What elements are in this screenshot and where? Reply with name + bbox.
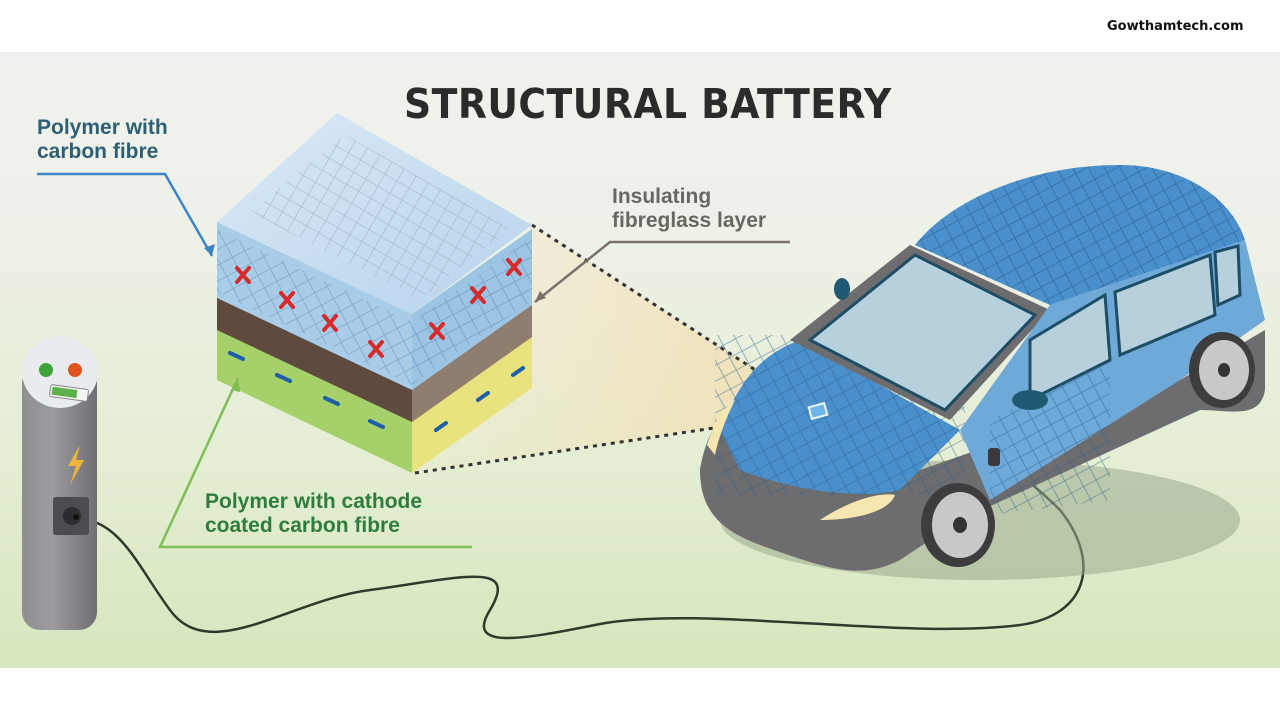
- charge-plus: [429, 322, 445, 340]
- separator-layer-left: [217, 296, 412, 422]
- charge-plus: [235, 266, 251, 284]
- charge-minus: [323, 396, 340, 406]
- label-line: Polymer with cathode: [205, 490, 423, 513]
- label-line: fibreglass layer: [612, 209, 767, 232]
- arrow-head-gray: [535, 291, 546, 302]
- charging-cable: [77, 454, 1085, 640]
- charge-minus: [368, 419, 385, 429]
- side-mirror-right: [1012, 390, 1048, 410]
- label-insulating-fibreglass: Insulating fibreglass layer: [612, 185, 766, 233]
- front-wheel: [921, 483, 995, 567]
- electric-car: [700, 165, 1265, 580]
- label-line: Insulating: [612, 185, 712, 208]
- separator-layer-right: [412, 303, 532, 422]
- charge-minus: [476, 391, 490, 402]
- cathode-layer-left: [217, 328, 412, 473]
- label-line: carbon fibre: [37, 140, 159, 163]
- label-cathode-carbon-fibre: Polymer with cathode coated carbon fibre: [205, 490, 422, 538]
- label-line: Polymer with: [37, 116, 168, 139]
- side-window-rear: [1113, 252, 1217, 358]
- charge-plus: [506, 258, 522, 276]
- charging-station: [22, 336, 98, 630]
- negative-charges: [228, 351, 525, 432]
- charger-socket: [63, 507, 81, 525]
- red-light-icon: [68, 363, 82, 377]
- charge-minus: [228, 351, 245, 361]
- charger-socket-hole: [73, 514, 79, 520]
- charge-minus: [434, 421, 448, 432]
- leader-insulating: [534, 240, 790, 303]
- headlight-left: [707, 400, 735, 455]
- side-window-quarter: [1213, 244, 1242, 308]
- leader-cathode: [158, 377, 472, 549]
- car-door-grid: [990, 360, 1110, 515]
- positive-charges: [235, 258, 522, 358]
- cathode-layer-right: [412, 335, 532, 473]
- label-polymer-carbon-fibre: Polymer with carbon fibre: [37, 116, 168, 164]
- car-charge-port: [988, 448, 1000, 466]
- charge-plus: [470, 286, 486, 304]
- side-window-front: [1028, 292, 1112, 403]
- carbon-fibre-grid-side: [217, 230, 532, 385]
- lightning-bolt-icon: [68, 445, 84, 485]
- windshield: [807, 253, 1038, 412]
- charge-plus: [368, 340, 384, 358]
- site-watermark: Gowthamtech.com: [1107, 19, 1244, 34]
- arrow-head-blue: [204, 244, 215, 256]
- battery-cube: [217, 113, 532, 473]
- battery-level-fill: [51, 386, 78, 399]
- charge-minus: [275, 373, 292, 383]
- charge-plus: [279, 291, 295, 309]
- zoom-line-top: [531, 223, 821, 414]
- headlight-right: [820, 494, 895, 520]
- leader-polymer-carbon: [37, 172, 214, 257]
- charge-plus: [322, 314, 338, 332]
- rear-wheel: [1189, 332, 1255, 408]
- carbon-fibre-grid: [250, 135, 510, 300]
- green-light-icon: [39, 363, 53, 377]
- diagram-title: STRUCTURAL BATTERY: [404, 80, 892, 128]
- highlighted-battery-cell: [807, 401, 829, 421]
- label-line: coated carbon fibre: [205, 514, 400, 537]
- arrow-head-green: [231, 378, 240, 392]
- side-mirror-left: [834, 278, 850, 300]
- car-roof-grid: [915, 165, 1245, 305]
- charge-minus: [511, 366, 525, 377]
